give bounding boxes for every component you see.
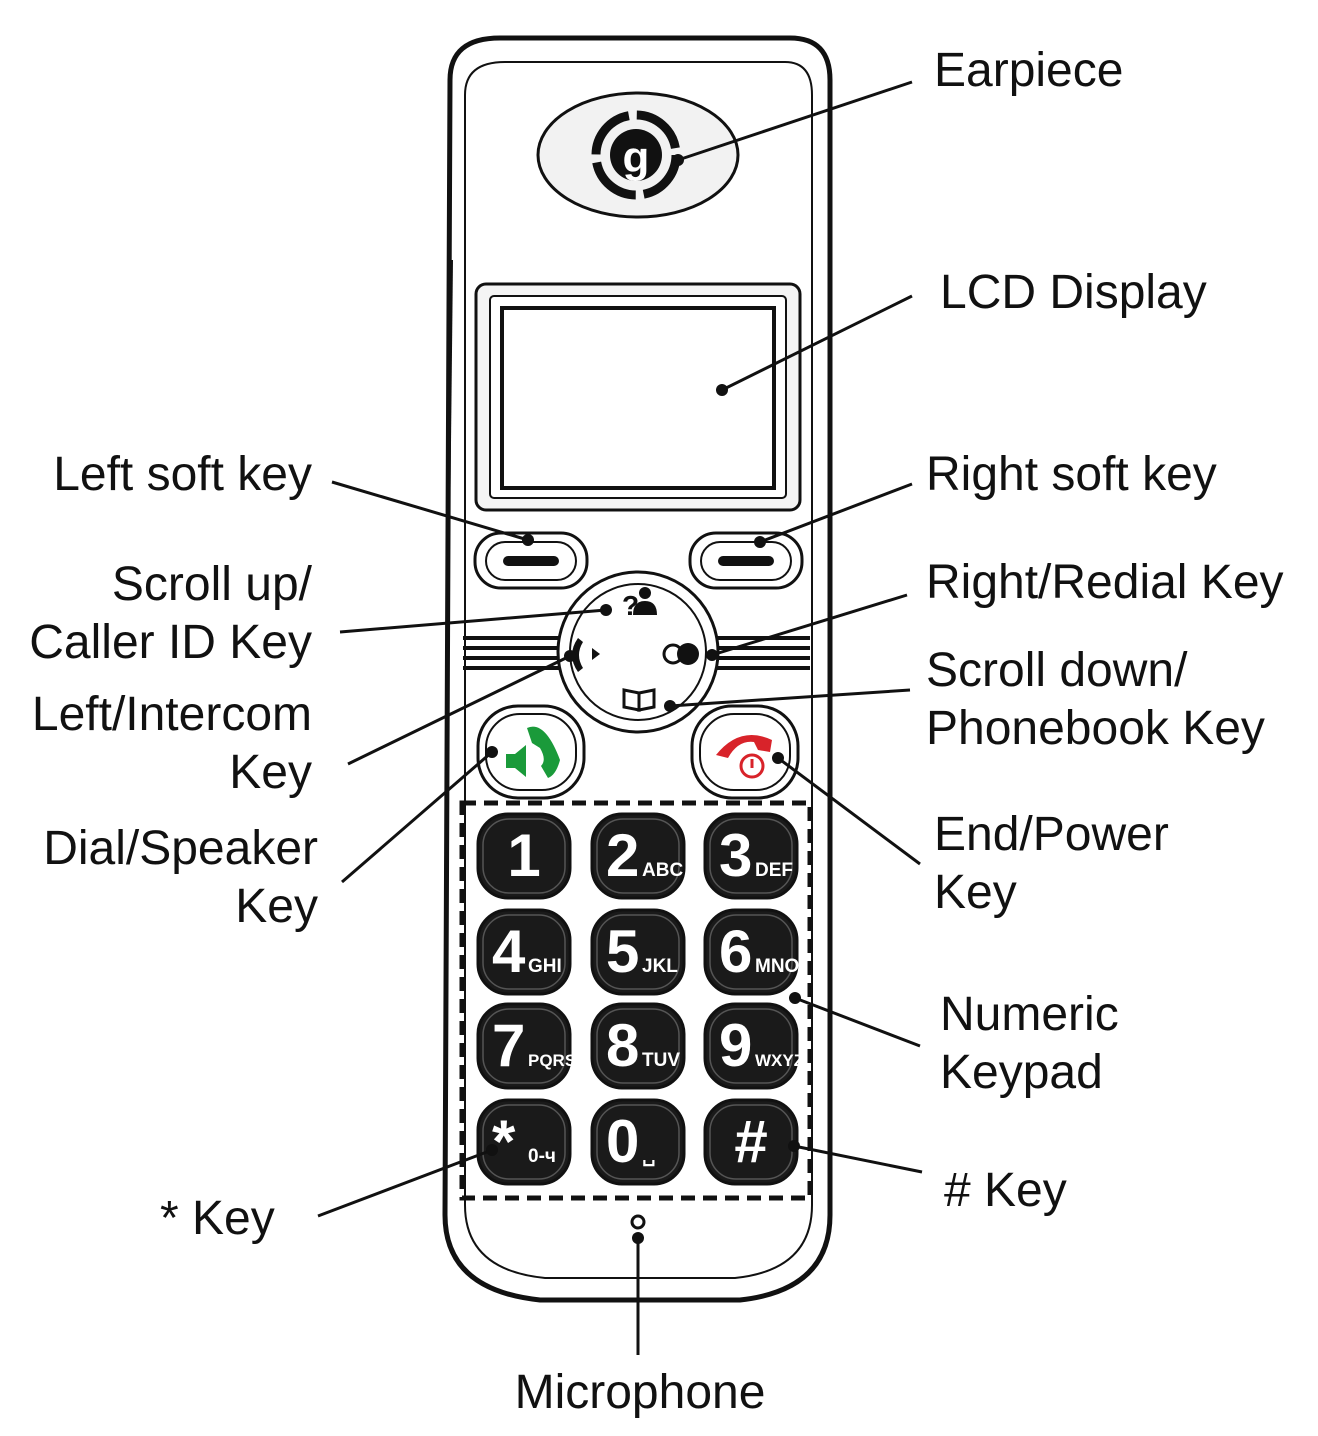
end-power-key[interactable] — [690, 704, 800, 800]
key-digit: 8 — [606, 1012, 639, 1079]
intercom-icon — [572, 638, 600, 672]
key-letters: 0-ч — [528, 1146, 556, 1167]
handset-body — [442, 35, 833, 1303]
label-numeric-keypad: Numeric Keypad — [940, 988, 1119, 1099]
key-digit: 4 — [492, 918, 526, 985]
key-digit: * — [492, 1108, 516, 1175]
phone-end-power-icon — [716, 735, 772, 779]
label-microphone: Microphone — [514, 1366, 766, 1419]
phone-speaker-icon — [506, 726, 560, 778]
right-grill — [712, 636, 810, 670]
key-digit: 9 — [719, 1012, 752, 1079]
key-letters: DEF — [755, 860, 793, 881]
label-scroll-up-caller-id: Scroll up/ Caller ID Key — [29, 558, 312, 669]
lcd-screen — [500, 306, 776, 490]
key-letters: PQRS — [528, 1051, 576, 1070]
keypad-boundary — [459, 800, 813, 1201]
phonebook-icon — [622, 688, 656, 712]
label-hash-key: # Key — [944, 1164, 1067, 1217]
key-letters: WXYZ — [755, 1051, 804, 1070]
key-digit: 2 — [606, 822, 639, 889]
label-left-intercom: Left/Intercom Key — [31, 688, 312, 799]
handset-inner-edge — [464, 61, 813, 1279]
label-left-soft-key: Left soft key — [53, 448, 312, 501]
key-hash[interactable]: # — [703, 1098, 799, 1186]
key-digit: 3 — [719, 822, 752, 889]
microphone-hole — [630, 1214, 646, 1230]
redial-icon — [662, 643, 699, 665]
key-letters: ␣ — [642, 1146, 656, 1167]
caller-id-icon: ? — [622, 587, 657, 621]
key-digit: 0 — [606, 1108, 639, 1175]
logo-inner — [610, 129, 662, 181]
label-right-soft-key: Right soft key — [926, 448, 1217, 501]
label-earpiece: Earpiece — [934, 44, 1124, 97]
key-digit: 6 — [719, 918, 752, 985]
label-lcd-display: LCD Display — [940, 266, 1207, 319]
key-digit: 7 — [492, 1012, 525, 1079]
label-scroll-down-phonebook: Scroll down/ Phonebook Key — [926, 644, 1265, 755]
label-end-power: End/Power Key — [934, 808, 1169, 919]
key-digit: 1 — [507, 822, 540, 889]
key-digit: # — [734, 1108, 767, 1175]
key-letters: JKL — [642, 956, 678, 977]
label-dial-speaker: Dial/Speaker Key — [43, 822, 318, 933]
key-0[interactable]: 0␣ — [590, 1098, 686, 1186]
label-right-redial: Right/Redial Key — [926, 556, 1284, 609]
label-star-key: * Key — [160, 1192, 275, 1245]
logo-letter: g — [623, 133, 650, 182]
key-letters: MNO — [755, 956, 799, 977]
key-letters: ABC — [642, 860, 683, 881]
dial-speaker-key[interactable] — [476, 704, 586, 800]
key-digit: 5 — [606, 918, 639, 985]
key-star[interactable]: * 0-ч — [476, 1098, 572, 1186]
left-grill — [463, 636, 565, 670]
key-1[interactable]: 1 — [476, 812, 572, 900]
key-letters: GHI — [528, 956, 562, 977]
leader-lines — [317, 80, 923, 1355]
key-letters: TUV — [642, 1050, 680, 1071]
leader-dots — [486, 154, 801, 1244]
